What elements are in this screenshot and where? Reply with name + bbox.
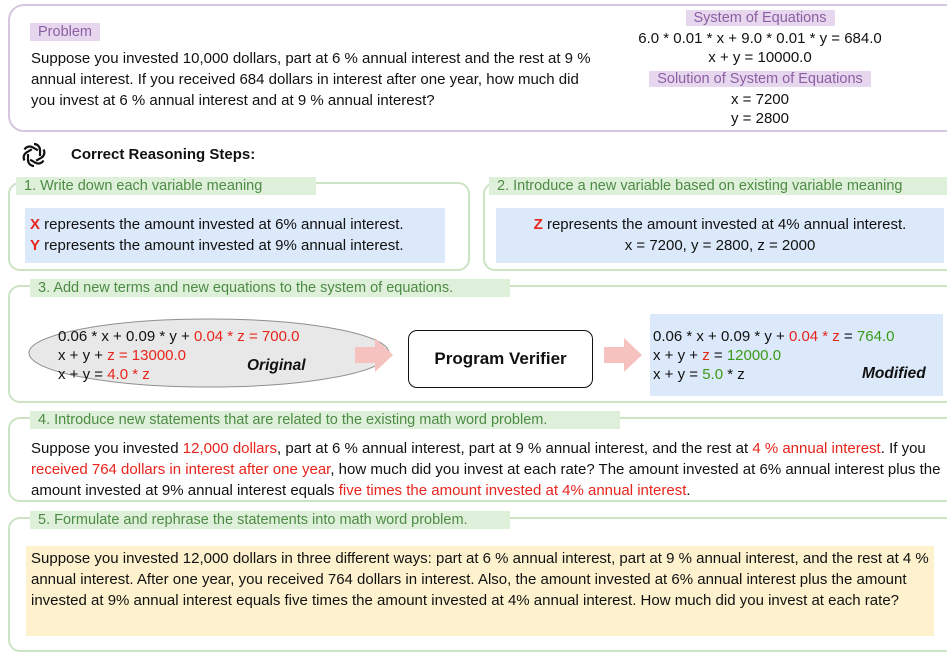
- z-letter: Z: [533, 216, 543, 233]
- arrow-right-icon: [355, 338, 393, 372]
- step2-z-line: Z represents the amount invested at 4% a…: [496, 214, 944, 235]
- step2-tag: 2. Introduce a new variable based on exi…: [489, 177, 947, 195]
- step1-box: [25, 208, 445, 263]
- system-of-equations-block: System of Equations 6.0 * 0.01 * x + 9.0…: [600, 9, 920, 128]
- step2-box: [496, 208, 944, 263]
- modified-equations: 0.06 * x + 0.09 * y + 0.04 * z = 764.0 x…: [653, 327, 894, 384]
- original-eq-3: x + y = 4.0 * z: [58, 366, 150, 383]
- system-equation-2: x + y = 10000.0: [708, 49, 812, 66]
- step1-tag: 1. Write down each variable meaning: [16, 177, 316, 195]
- problem-text: Suppose you invested 10,000 dollars, par…: [31, 50, 591, 109]
- program-verifier-box: Program Verifier: [408, 330, 593, 388]
- modified-eq-1: 0.06 * x + 0.09 * y + 0.04 * z = 764.0: [653, 328, 895, 345]
- program-verifier-label: Program Verifier: [434, 349, 567, 368]
- x-letter: X: [30, 216, 41, 233]
- step5-text: Suppose you invested 12,000 dollars in t…: [26, 546, 934, 636]
- openai-logo-icon: [18, 139, 50, 171]
- z-description: represents the amount invested at 4% ann…: [542, 216, 907, 233]
- step1-x-line: X represents the amount invested at 6% a…: [30, 214, 404, 235]
- arrow-right-icon: [604, 338, 642, 372]
- step5-tag: 5. Formulate and rephrase the statements…: [30, 511, 510, 529]
- step4-text: Suppose you invested 12,000 dollars, par…: [31, 440, 941, 499]
- y-letter: Y: [30, 237, 41, 254]
- x-description: represents the amount invested at 6% ann…: [40, 216, 404, 233]
- system-equation-1: 6.0 * 0.01 * x + 9.0 * 0.01 * y = 684.0: [638, 30, 882, 47]
- step2-values: x = 7200, y = 2800, z = 2000: [624, 237, 816, 254]
- solution-x: x = 7200: [731, 91, 789, 108]
- step4-tag: 4. Introduce new statements that are rel…: [30, 411, 620, 429]
- modified-label: Modified: [862, 365, 926, 382]
- y-description: represents the amount invested at 9% ann…: [40, 237, 404, 254]
- problem-tag: Problem: [30, 23, 100, 41]
- step1-y-line: Y represents the amount invested at 9% a…: [30, 235, 404, 256]
- modified-eq-2: x + y + z = 12000.0: [653, 347, 782, 364]
- section-title: Correct Reasoning Steps:: [71, 146, 256, 163]
- modified-eq-3: x + y = 5.0 * z: [653, 366, 745, 383]
- modified-box: [650, 314, 943, 396]
- original-equations: 0.06 * x + 0.09 * y + 0.04 * z = 700.0 x…: [58, 327, 299, 384]
- original-label: Original: [247, 357, 306, 374]
- step3-tag: 3. Add new terms and new equations to th…: [30, 279, 510, 297]
- original-eq-1: 0.06 * x + 0.09 * y + 0.04 * z = 700.0: [58, 328, 300, 345]
- problem-panel: [8, 4, 947, 132]
- original-eq-2: x + y + z = 13000.0: [58, 347, 187, 364]
- solution-tag: Solution of System of Equations: [649, 71, 871, 87]
- system-tag: System of Equations: [685, 10, 835, 26]
- solution-y: y = 2800: [731, 110, 789, 127]
